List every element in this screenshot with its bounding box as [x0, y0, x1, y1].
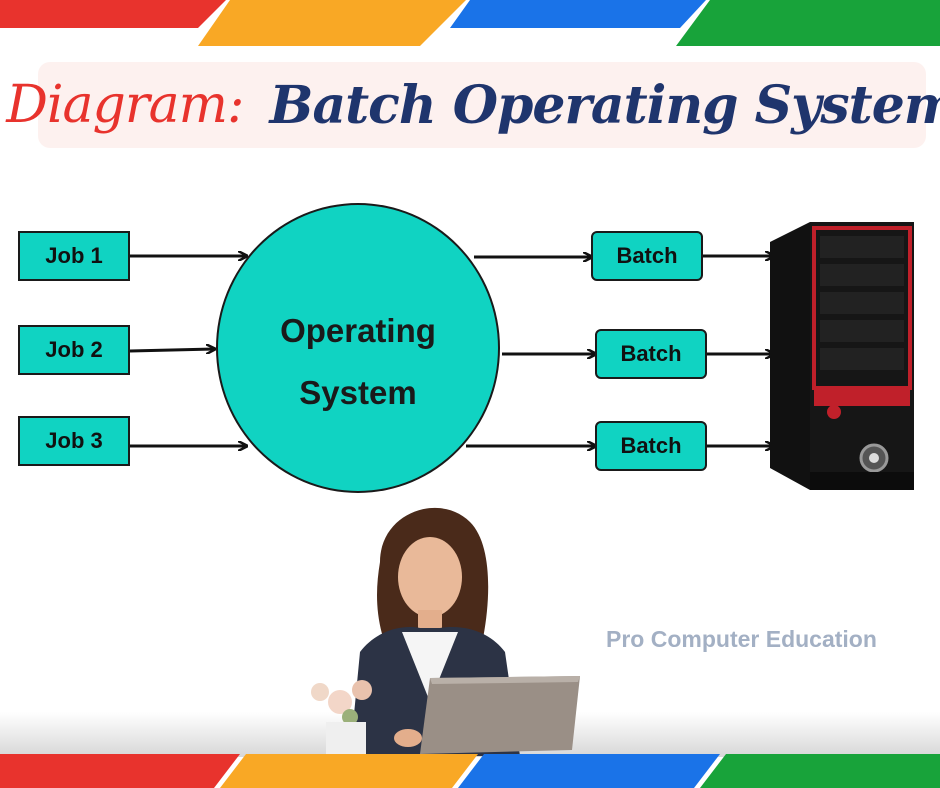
job-box-1: Job 1: [18, 231, 130, 281]
os-label-line1: Operating: [280, 312, 436, 349]
band-red: [0, 754, 240, 788]
page-title: Diagram: Batch Operating System: [6, 62, 940, 148]
batch-box-3: Batch: [595, 421, 707, 471]
band-yellow: [198, 0, 466, 46]
job-label: Job 3: [45, 428, 103, 453]
batch-box-2: Batch: [595, 329, 707, 379]
batch-label: Batch: [620, 341, 682, 366]
operating-system-label: Operating System: [216, 300, 500, 424]
job-box-3: Job 3: [18, 416, 130, 466]
band-red: [0, 0, 226, 28]
batch-label: Batch: [616, 243, 678, 268]
computer-tower-icon: [770, 222, 914, 490]
os-label-line2: System: [299, 374, 417, 411]
batch-label: Batch: [620, 433, 682, 458]
woman-with-laptop-photo: [311, 507, 580, 756]
batch-box-1: Batch: [591, 231, 703, 281]
band-yellow: [220, 754, 478, 788]
brand-text: Pro Computer Education: [606, 626, 877, 652]
title-main: Batch Operating System: [269, 74, 940, 136]
band-blue: [450, 0, 706, 28]
bottom-color-band: [0, 754, 940, 788]
band-green: [700, 754, 940, 788]
operating-system-node: [216, 203, 500, 493]
arrow-job2-os: [129, 349, 214, 351]
band-green: [676, 0, 940, 46]
title-prefix: Diagram:: [6, 75, 244, 135]
top-color-band: [0, 0, 940, 46]
band-blue: [458, 754, 720, 788]
job-box-2: Job 2: [18, 325, 130, 375]
job-label: Job 1: [45, 243, 103, 268]
title-background: [38, 62, 926, 148]
job-label: Job 2: [45, 337, 103, 362]
